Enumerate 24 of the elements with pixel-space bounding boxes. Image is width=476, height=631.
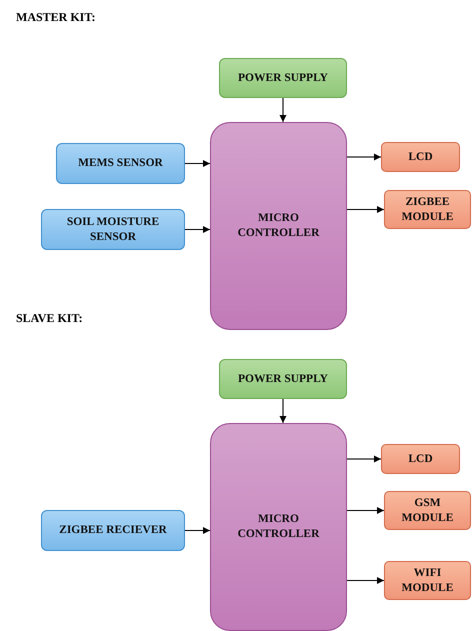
output-module-box: LCD [381,444,460,474]
arrow [346,507,384,514]
input-module-box: MEMS SENSOR [56,143,185,184]
arrow [280,398,286,424]
arrow [280,98,286,122]
power-supply-box: POWER SUPPLY [219,359,347,399]
arrow [346,577,384,584]
microcontroller-box: MICRO CONTROLLER [210,122,347,330]
section-heading: MASTER KIT: [16,10,96,25]
output-module-box: LCD [381,142,460,172]
arrow [184,226,210,233]
arrow [346,206,384,213]
input-module-box: SOIL MOISTURE SENSOR [41,209,185,250]
arrow [346,456,382,462]
output-module-box: WIFI MODULE [384,561,471,600]
microcontroller-box: MICRO CONTROLLER [210,423,347,631]
arrow [184,527,210,534]
power-supply-box: POWER SUPPLY [219,58,347,98]
input-module-box: ZIGBEE RECIEVER [41,510,185,551]
output-module-box: ZIGBEE MODULE [384,190,471,229]
arrow [184,160,210,167]
output-module-box: GSM MODULE [384,491,471,530]
section-heading: SLAVE KIT: [16,311,83,326]
arrow [346,154,382,160]
